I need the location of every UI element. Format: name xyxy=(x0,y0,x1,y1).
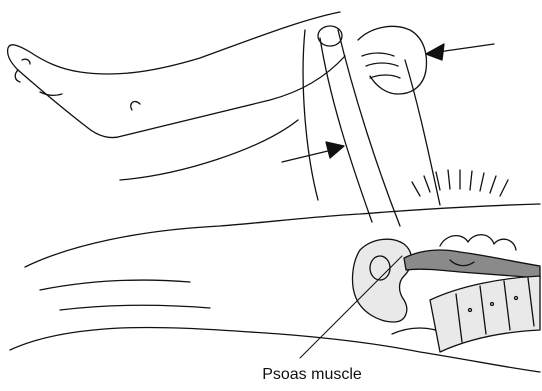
arrow-icon xyxy=(426,44,494,60)
lumbar-spine xyxy=(430,276,540,352)
examiner-hand xyxy=(358,26,426,94)
psoas-muscle-label: Psoas muscle xyxy=(232,366,392,384)
lower-leg xyxy=(8,12,345,138)
arrow-icon xyxy=(282,142,344,162)
pain-radiation-lines-icon xyxy=(412,170,508,196)
thigh xyxy=(120,26,440,226)
